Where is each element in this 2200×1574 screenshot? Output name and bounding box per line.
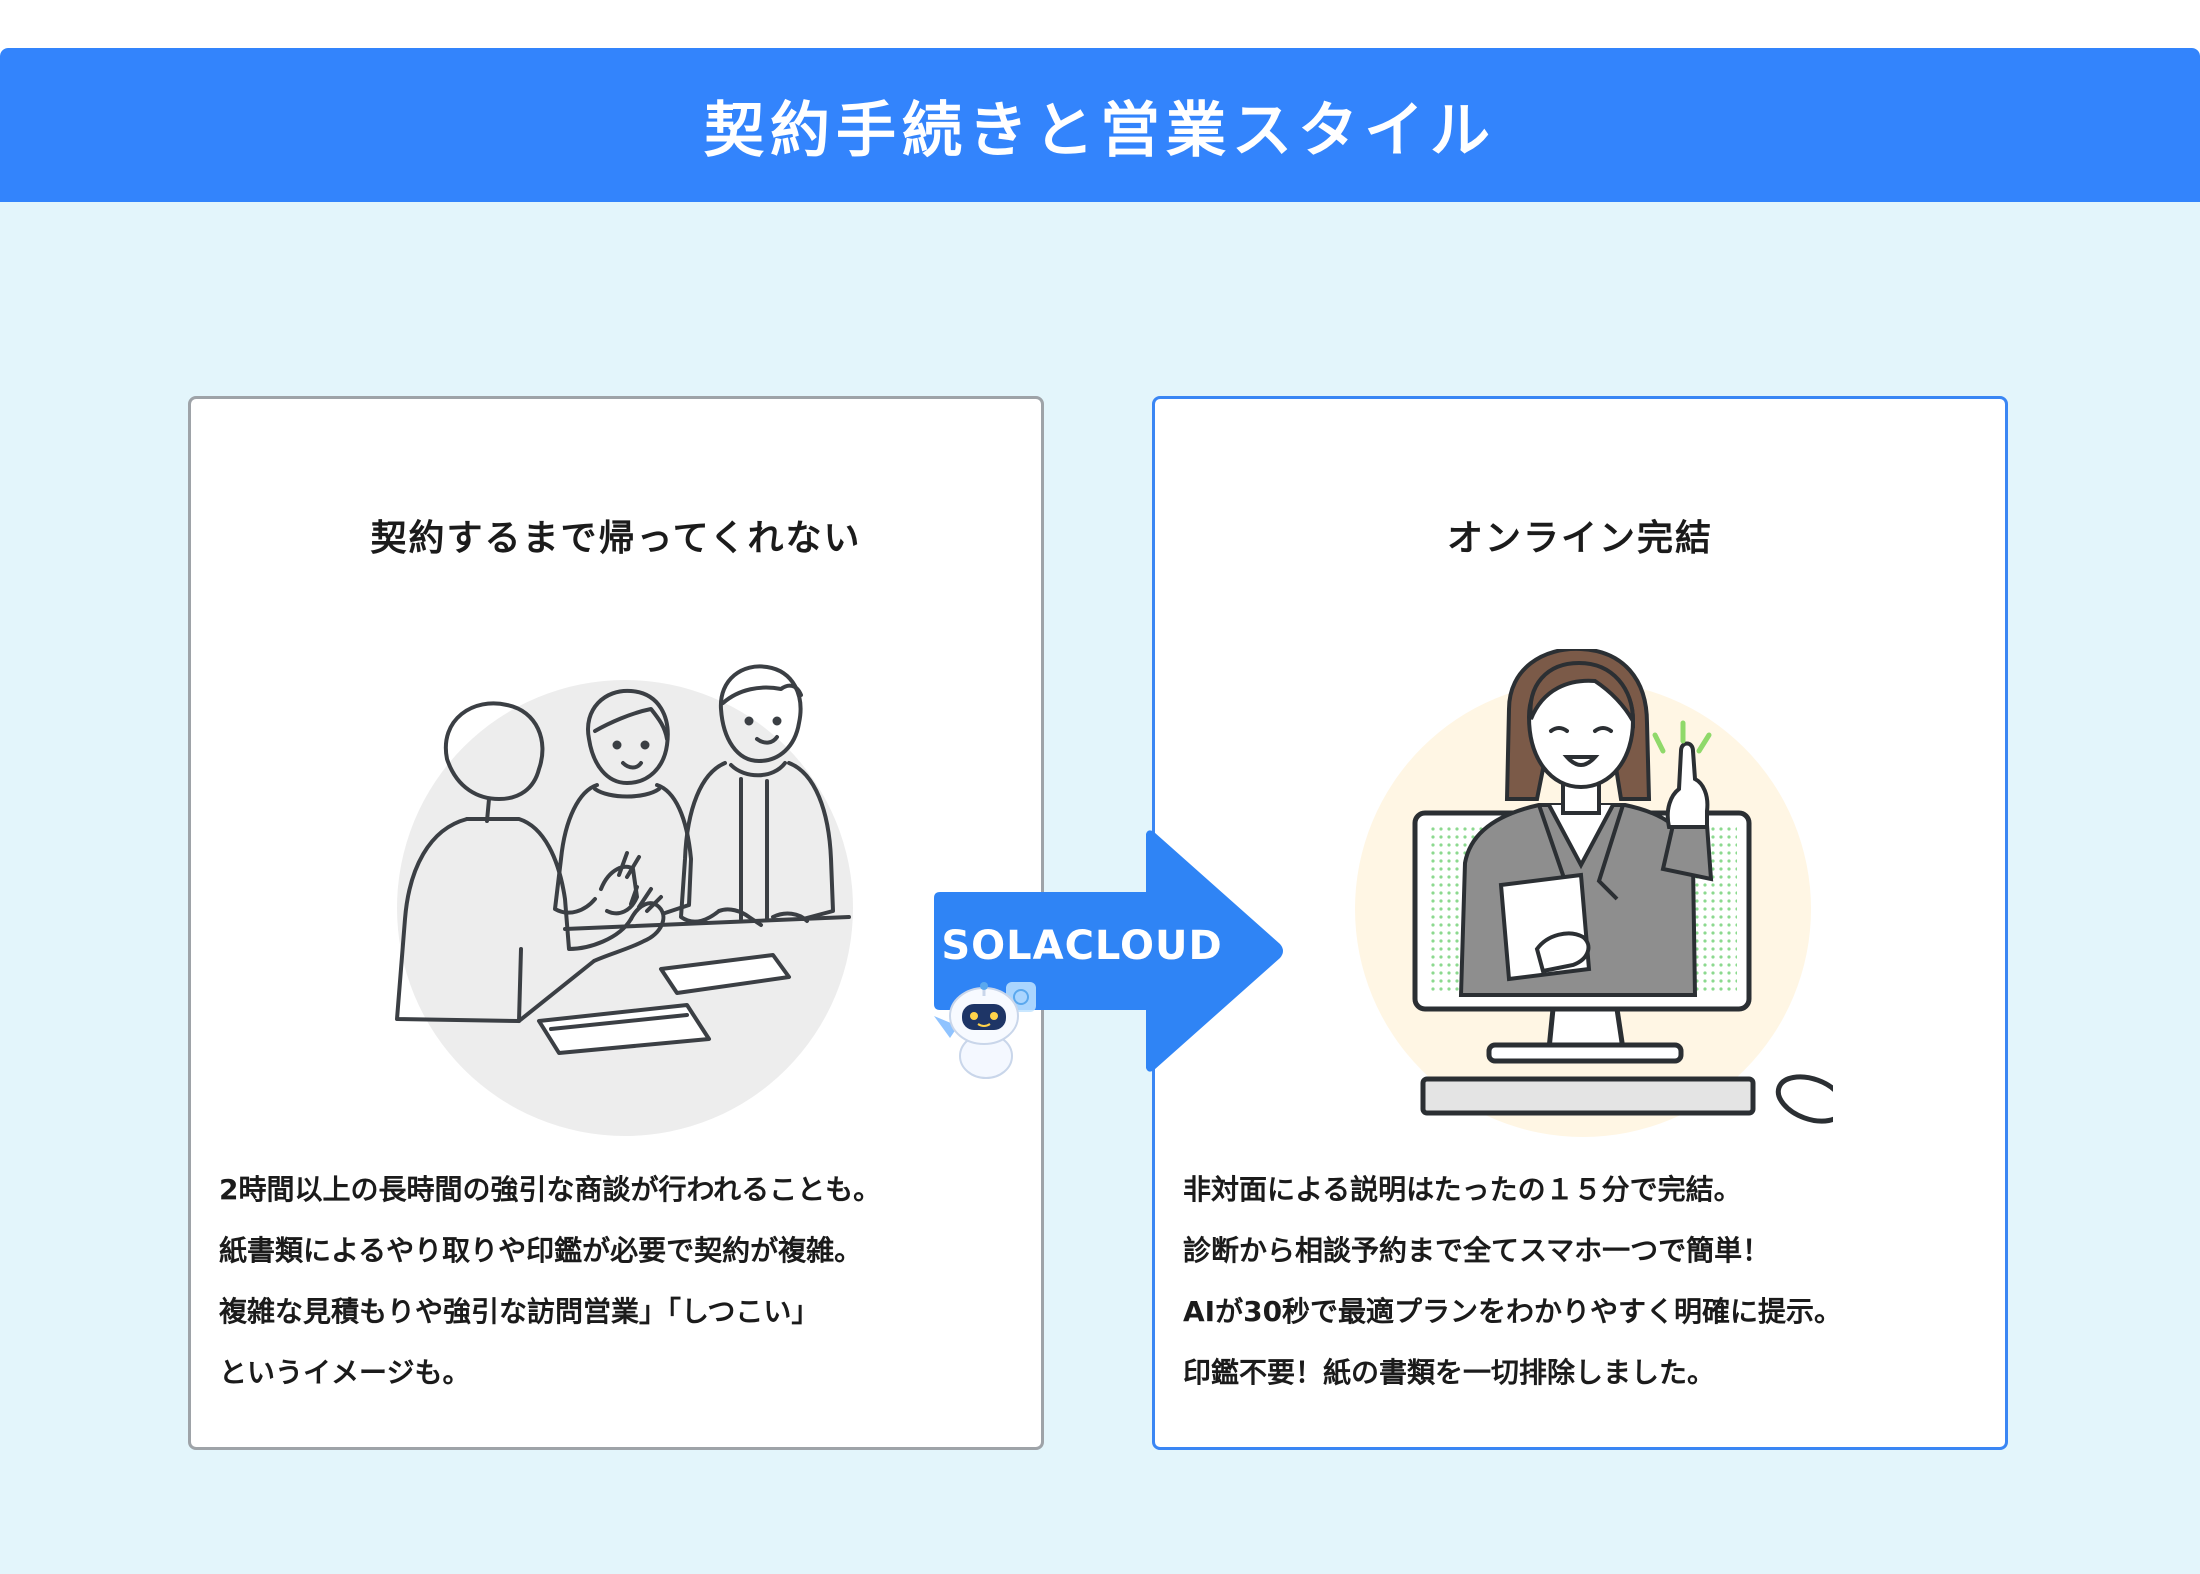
right-card-title: オンライン完結: [1446, 518, 1713, 559]
right-card-line: 診断から相談予約まで全てスマホ一つで簡単！: [1183, 1234, 1771, 1267]
page-title: 契約手続きと営業スタイル: [704, 95, 1496, 166]
transition-arrow: [934, 830, 1283, 1072]
left-card-line: というイメージも。: [219, 1356, 471, 1389]
page-header: 契約手続きと営業スタイル: [0, 48, 2200, 202]
robot-mascot-icon: [934, 982, 1036, 1079]
left-card: 契約するまで帰ってくれない: [188, 396, 1044, 1450]
left-card-line: 紙書類によるやり取りや印鑑が必要で契約が複雑。: [219, 1234, 863, 1267]
left-card-title: 契約するまで帰ってくれない: [370, 518, 862, 559]
online-consultant-monitor-illustration: [1355, 649, 1833, 1137]
right-card-line: AIが30秒で最適プランをわかりやすく明確に提示。: [1183, 1295, 1843, 1328]
left-card-line: 2時間以上の長時間の強引な商談が行われることも。: [219, 1173, 882, 1206]
right-card-line: 非対面による説明はたったの１５分で完結。: [1183, 1173, 1742, 1206]
right-card: オンライン完結: [1152, 396, 2008, 1450]
right-card-text: 非対面による説明はたったの１５分で完結。 診断から相談予約まで全てスマホ一つで簡…: [1183, 1159, 1842, 1403]
left-card-text: 2時間以上の長時間の強引な商談が行われることも。 紙書類によるやり取りや印鑑が必…: [219, 1159, 881, 1403]
right-card-line: 印鑑不要！紙の書類を一切排除しました。: [1183, 1356, 1716, 1389]
left-card-line: 複雑な見積もりや強引な訪問営業」「しつこい」: [219, 1295, 820, 1328]
page-frame: 契約手続きと営業スタイル 契約するまで帰ってくれない: [0, 48, 2200, 1574]
arrow-label: SOLACLOUD: [941, 923, 1223, 969]
meeting-people-illustration: [395, 664, 853, 1136]
